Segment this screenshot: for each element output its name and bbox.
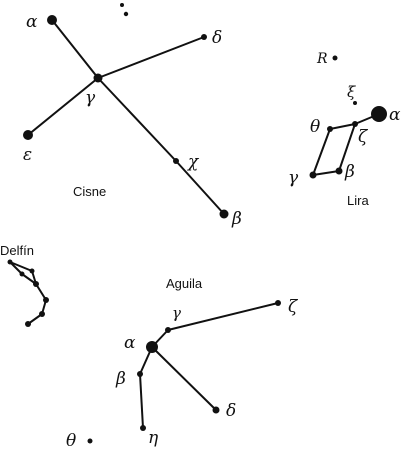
label-aguila-theta: θ <box>66 431 76 450</box>
label-aguila-eta: η <box>148 428 159 448</box>
lira-line-gamma-beta <box>312 170 340 176</box>
star-lira-beta <box>335 167 343 175</box>
star-aguila-alpha <box>146 341 158 353</box>
constellation-name-aguila: Aguila <box>166 276 203 291</box>
star-cisne-chi <box>173 158 179 164</box>
label-lira-R: R <box>316 51 328 67</box>
constellation-aguila: γ ζ α β δ η θ Aguila <box>66 276 299 450</box>
label-lira-theta: θ <box>310 117 320 137</box>
star-aguila-zeta <box>275 300 281 306</box>
star-delfin-1 <box>7 259 13 265</box>
constellation-cisne: α δ γ ε χ β Cisne <box>23 3 242 229</box>
star-dot-top-1 <box>120 3 124 7</box>
label-cisne-delta: δ <box>212 28 222 48</box>
star-delfin-4 <box>33 281 39 287</box>
label-cisne-alpha: α <box>26 12 38 32</box>
star-cisne-beta <box>219 209 229 219</box>
star-cisne-epsilon <box>23 130 33 140</box>
label-lira-beta: β <box>344 162 355 182</box>
delfin-line-2 <box>9 261 23 275</box>
label-lira-alpha: α <box>389 105 401 125</box>
label-aguila-gamma: γ <box>172 304 181 322</box>
label-aguila-delta: δ <box>226 401 236 421</box>
cisne-line-gamma-epsilon <box>27 77 99 136</box>
star-cisne-gamma <box>93 73 103 83</box>
star-delfin-5 <box>43 297 49 303</box>
label-aguila-beta: β <box>115 369 126 389</box>
cisne-line-gamma-delta <box>97 36 205 79</box>
star-cisne-alpha <box>47 15 57 25</box>
lira-line-theta-zeta <box>329 123 356 130</box>
star-delfin-6 <box>39 311 45 317</box>
star-lira-xi <box>353 101 357 105</box>
label-cisne-gamma: γ <box>85 88 96 108</box>
constellation-name-cisne: Cisne <box>73 184 106 199</box>
constellation-lira: R ξ α θ ζ γ β Lira <box>288 51 401 208</box>
constellation-delfin: Delfín <box>0 243 49 327</box>
star-delfin-2 <box>29 268 35 274</box>
star-aguila-eta <box>140 425 146 431</box>
label-lira-xi: ξ <box>347 83 356 101</box>
lira-line-theta-gamma <box>312 128 331 176</box>
star-delfin-3 <box>19 271 25 277</box>
star-dot-top-2 <box>123 11 129 17</box>
aguila-line-alpha-delta <box>151 346 217 411</box>
constellation-name-lira: Lira <box>347 193 369 208</box>
constellation-name-delfin: Delfín <box>0 243 34 258</box>
star-aguila-gamma <box>165 327 171 333</box>
label-aguila-zeta: ζ <box>288 297 299 317</box>
label-cisne-epsilon: ε <box>23 145 32 165</box>
delfin-line-1 <box>9 261 33 272</box>
star-lira-gamma <box>309 171 317 179</box>
aguila-line-gamma-zeta <box>167 302 279 331</box>
cisne-line-gamma-chi <box>97 77 177 162</box>
star-lira-theta <box>327 126 333 132</box>
cisne-line-alpha-gamma <box>51 19 99 79</box>
label-cisne-chi: χ <box>187 152 200 172</box>
delfin-line-5 <box>35 283 47 301</box>
star-aguila-delta <box>212 406 220 414</box>
aguila-line-beta-eta <box>139 373 144 429</box>
star-lira-zeta <box>352 121 358 127</box>
lira-line-zeta-beta <box>338 123 356 172</box>
star-lira-alpha <box>371 106 387 122</box>
cisne-line-chi-beta <box>175 160 225 215</box>
star-cisne-delta <box>201 34 207 40</box>
star-aguila-beta <box>137 371 143 377</box>
label-lira-zeta: ζ <box>358 127 369 147</box>
label-aguila-alpha: α <box>124 333 136 353</box>
star-delfin-7 <box>25 321 31 327</box>
label-lira-gamma: γ <box>288 168 299 188</box>
star-lira-R <box>332 55 338 61</box>
star-aguila-theta <box>87 438 93 444</box>
label-cisne-beta: β <box>231 209 242 229</box>
